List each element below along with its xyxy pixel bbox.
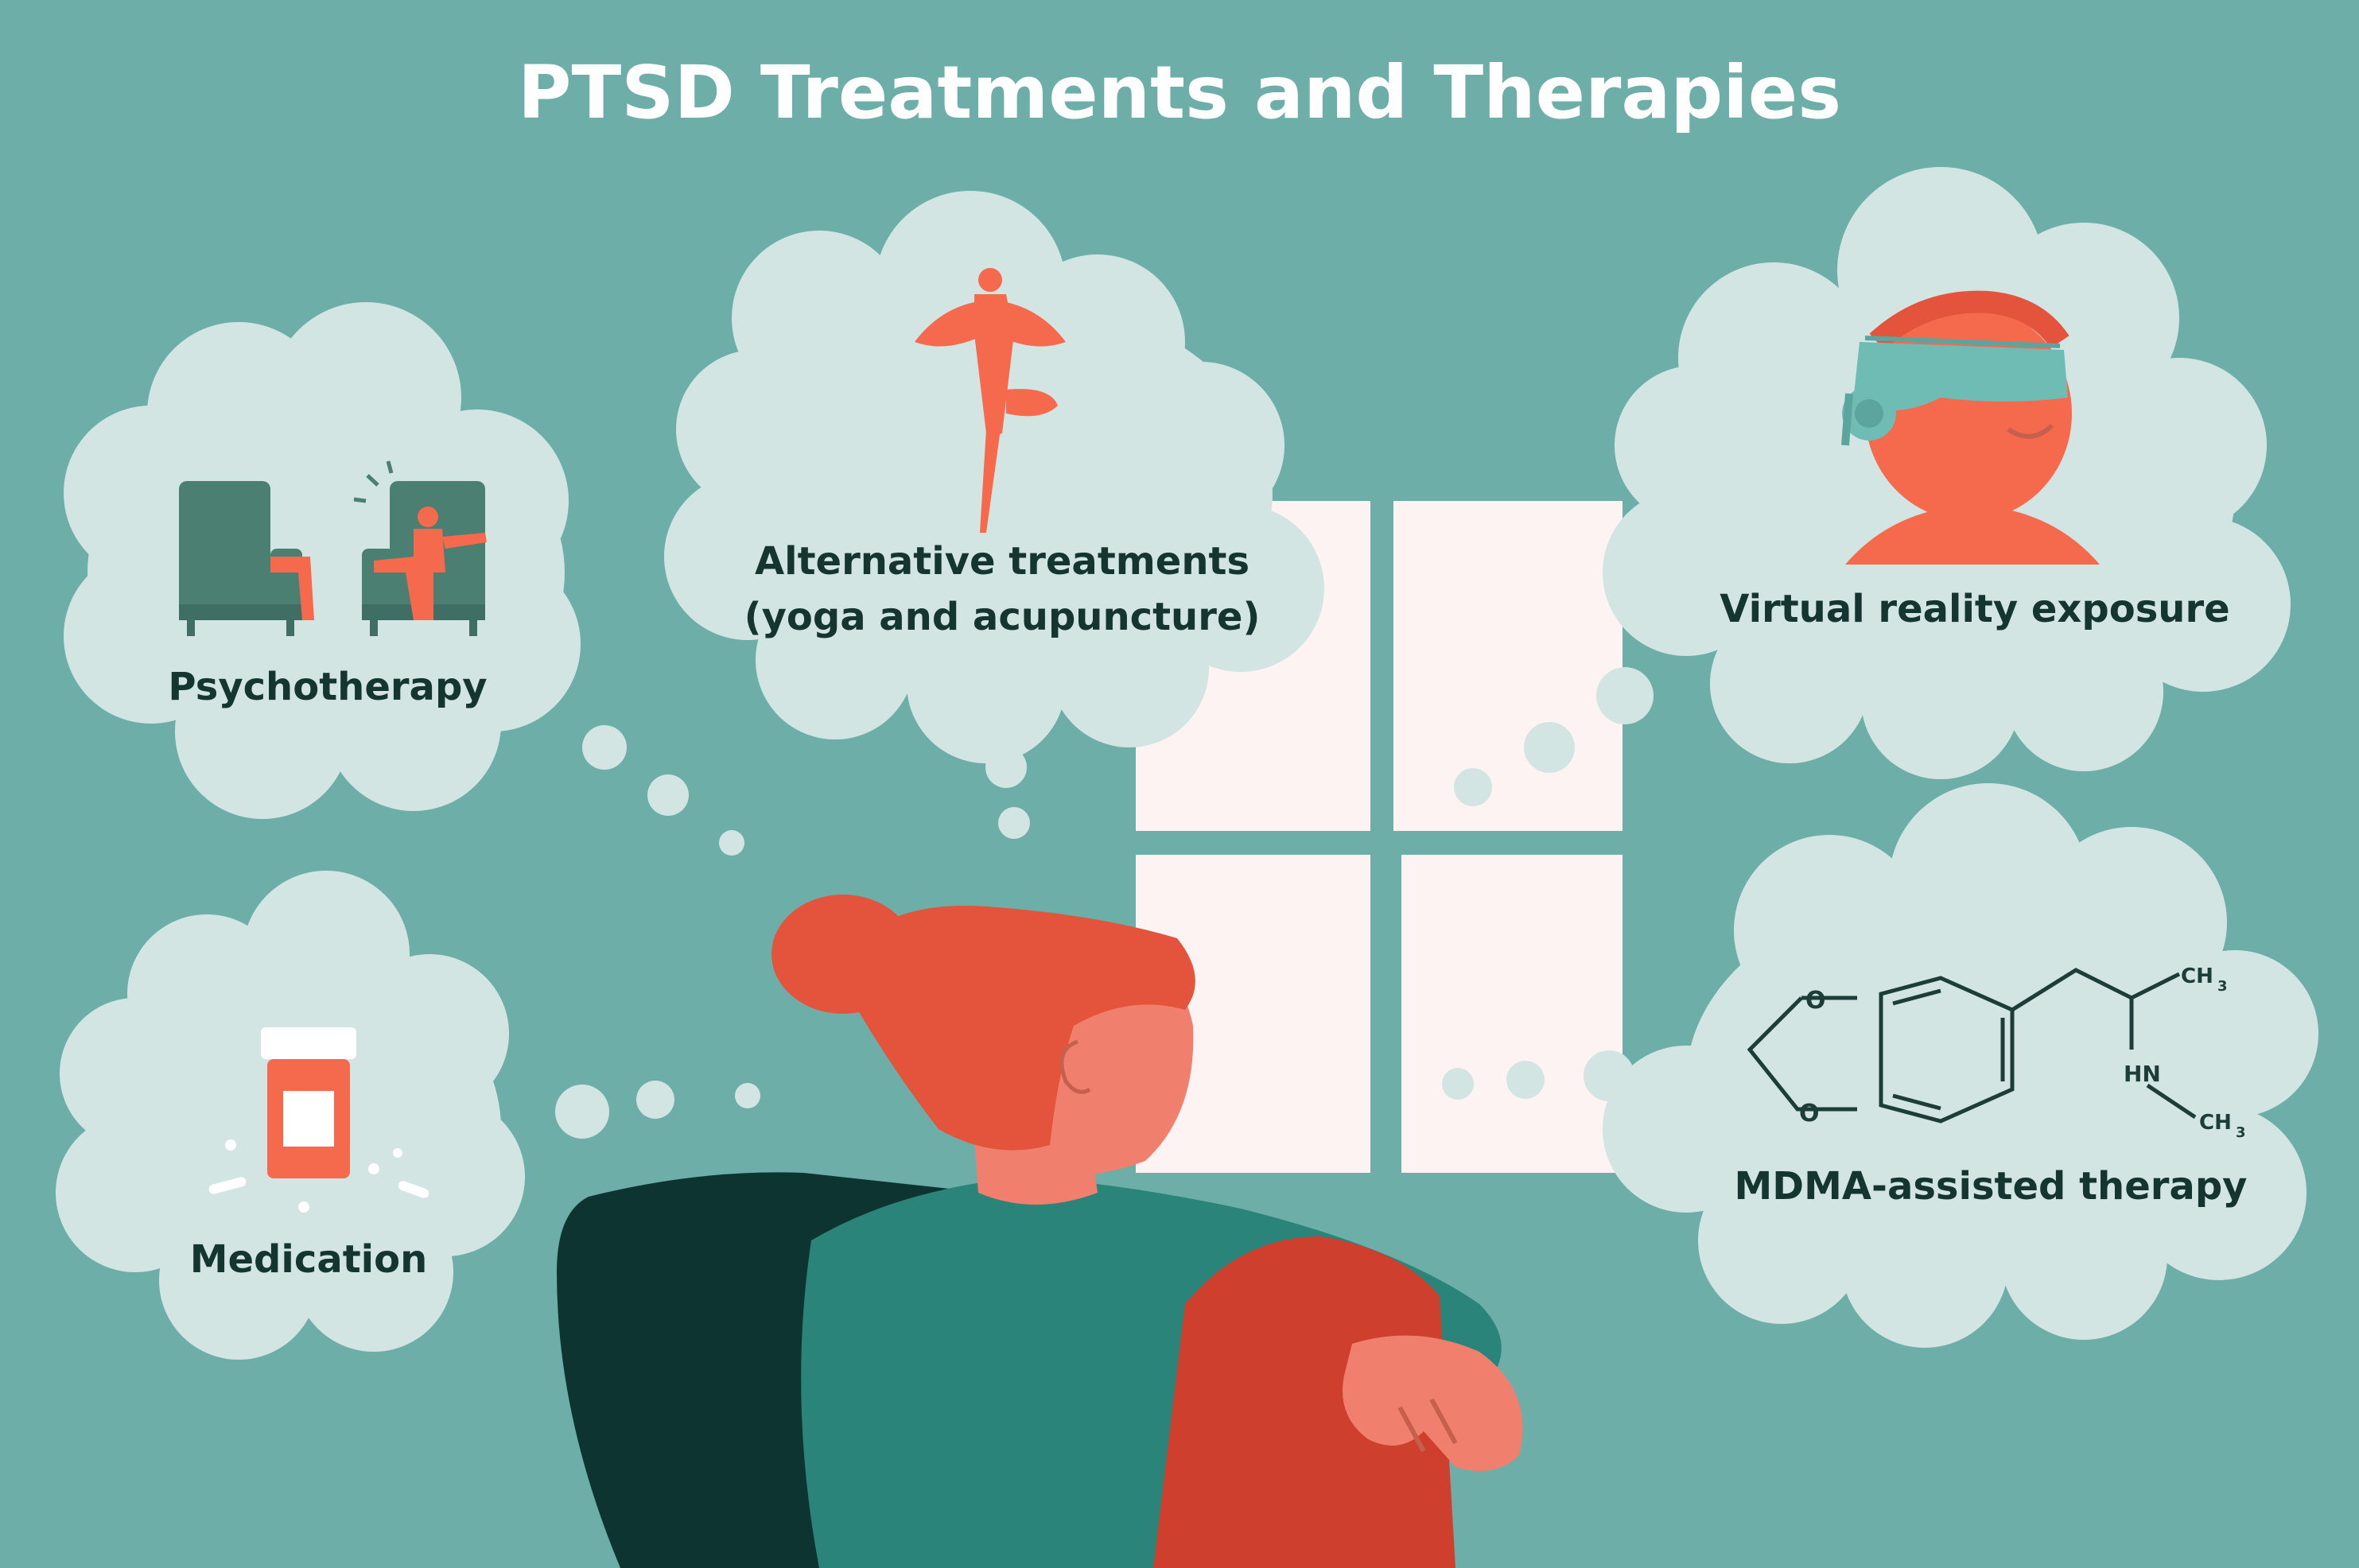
mdma-label: MDMA-assisted therapy: [1735, 1164, 2248, 1209]
molecule-ch3-bottom-sub: 3: [2236, 1124, 2246, 1141]
psychotherapy-label: Psychotherapy: [168, 665, 487, 709]
alternative-label-line2: (yoga and acupuncture): [744, 595, 1261, 639]
molecule-ch3-bottom: CH: [2199, 1111, 2232, 1135]
ear: [1059, 1039, 1091, 1094]
yoga-pose-icon: [915, 268, 1066, 533]
molecule-o-bottom: O: [1799, 1100, 1820, 1127]
medication-label: Medication: [190, 1237, 428, 1282]
hair: [835, 906, 1195, 1151]
mdma-molecule-icon: O O HN CH 3 CH 3: [1747, 964, 2246, 1141]
bubble-psychotherapy: Psychotherapy: [64, 302, 581, 819]
vr-label: Virtual reality exposure: [1720, 587, 2229, 631]
vr-headset-icon: [1841, 290, 2100, 565]
bubble-alternative: Alternative treatments (yoga and acupunc…: [664, 191, 1324, 763]
bubble-vr: Virtual reality exposure: [1603, 167, 2291, 779]
pants: [1153, 1236, 1455, 1568]
hair-bun: [771, 895, 915, 1014]
hand-fingers: [1397, 1398, 1458, 1453]
pill-bottle-icon: [208, 1027, 429, 1213]
alternative-label-line1: Alternative treatments: [755, 539, 1249, 584]
molecule-ch3-top-sub: 3: [2217, 978, 2228, 995]
person: [771, 895, 1523, 1568]
bubble-medication: Medication: [56, 871, 525, 1360]
therapy-session-icon: [179, 460, 487, 636]
page-title: PTSD Treatments and Therapies: [518, 50, 1841, 135]
bubble-mdma: O O HN CH 3 CH 3 MDMA-assisted therapy: [1603, 783, 2318, 1348]
molecule-nh: HN: [2124, 1061, 2161, 1087]
molecule-ch3-top: CH: [2181, 964, 2213, 988]
molecule-o-top: O: [1805, 987, 1826, 1015]
